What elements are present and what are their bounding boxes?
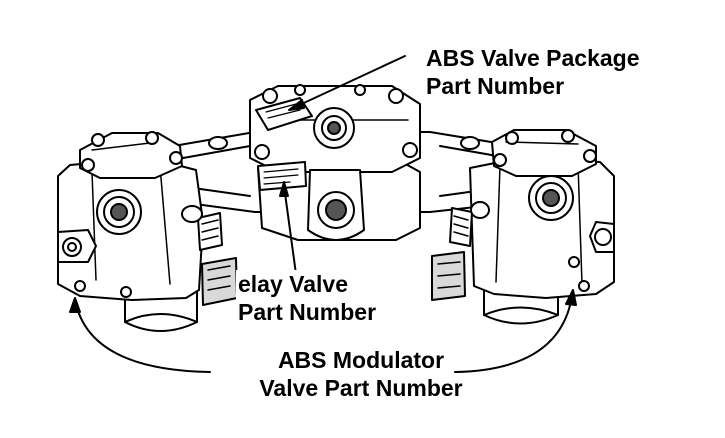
relay-valve-line2: Part Number [236, 298, 379, 326]
leader-lines [69, 55, 577, 373]
abs-modulator-label: ABS Modulator Valve Part Number [226, 346, 496, 402]
right-modulator-valve [431, 129, 615, 325]
abs-modulator-line2: Valve Part Number [259, 375, 463, 401]
left-modulator-valve [57, 131, 238, 332]
abs-valve-package-label: ABS Valve Package Part Number [426, 44, 640, 100]
relay-valve-label: elay Valve Part Number [236, 270, 379, 326]
relay-valve-line1: elay Valve [236, 270, 379, 298]
abs-modulator-line1: ABS Modulator [277, 347, 445, 373]
relay-valve [249, 84, 421, 241]
abs-valve-package-line1: ABS Valve Package [426, 45, 640, 71]
abs-valve-package-line2: Part Number [426, 73, 565, 99]
